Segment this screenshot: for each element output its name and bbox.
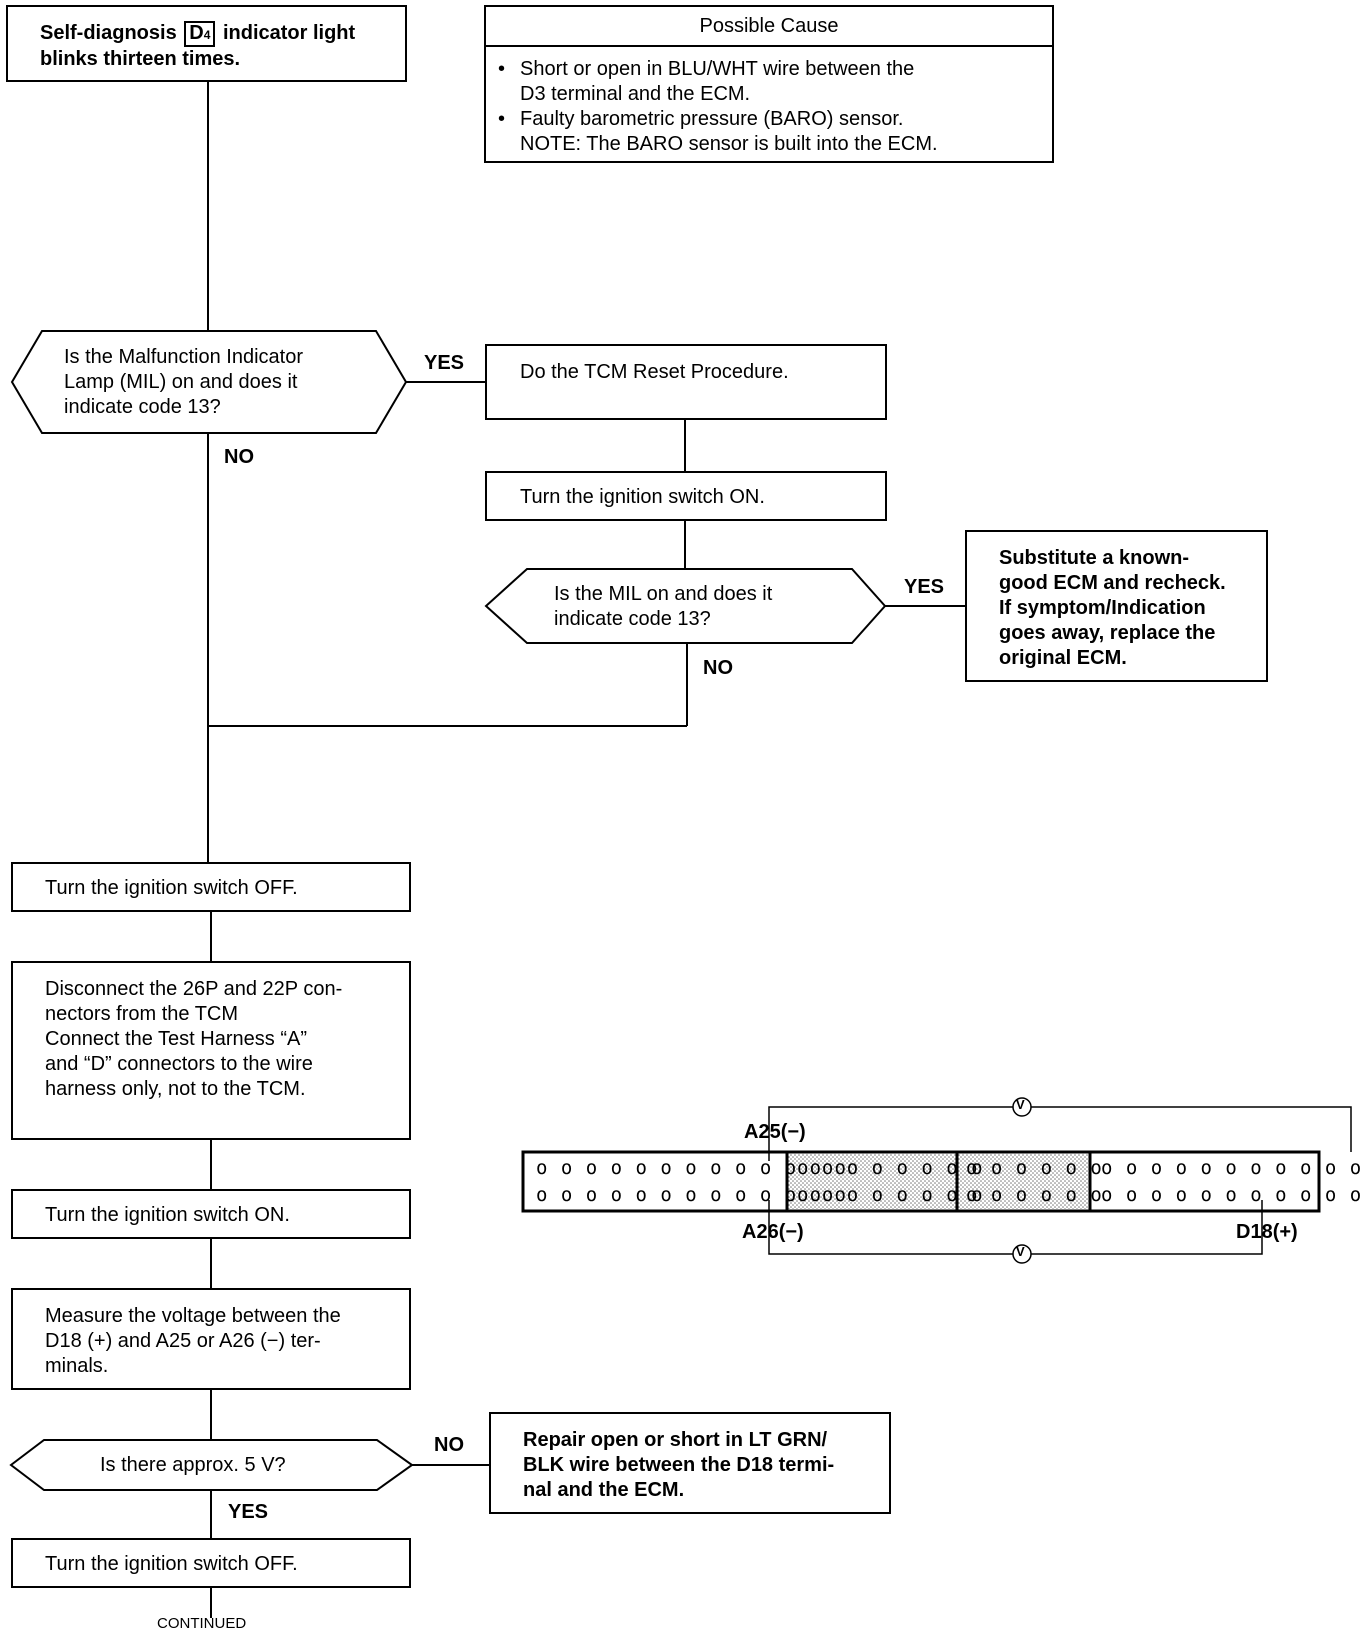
disconnect-text: Disconnect the 26P and 22P con- nectors …: [45, 977, 342, 1102]
decision-mil-line-1: Is the Malfunction Indicator: [64, 346, 304, 368]
decision-mil-2-shape: [484, 568, 887, 644]
start-text-after-1: indicator light: [222, 22, 356, 44]
start-text-before: Self-diagnosis: [40, 22, 177, 44]
decision-mil-2-yes-label: YES: [904, 576, 945, 598]
start-text-after-2: blinks thirteen times.: [40, 48, 241, 70]
decision-mil-text: Is the Malfunction Indicator Lamp (MIL) …: [64, 345, 303, 420]
ign-off-1-box: Turn the ignition switch OFF.: [11, 862, 411, 912]
ign-on-2-box: Turn the ignition switch ON.: [11, 1189, 411, 1239]
decision-5v-yes-label: YES: [228, 1501, 269, 1523]
ign-on-1-text: Turn the ignition switch ON.: [520, 486, 765, 508]
d4-sub: 4: [203, 28, 211, 42]
measure-line-1: Measure the voltage between the: [45, 1305, 341, 1327]
decision-mil-line-3: indicate code 13?: [64, 396, 221, 418]
decision-5v-shape: [9, 1439, 414, 1491]
repair-line-1: Repair open or short in LT GRN/: [523, 1429, 828, 1451]
continued-label: CONTINUED: [157, 1615, 247, 1632]
start-box: Self-diagnosis D4 indicator light blinks…: [6, 5, 407, 82]
pins-seg1-bottom: o o o o o o o o o o o o o: [536, 1184, 847, 1206]
voltmeter-top-label: V: [1016, 1097, 1025, 1112]
decision-5v-text: Is there approx. 5 V?: [100, 1454, 286, 1476]
measure-line-3: minals.: [45, 1355, 109, 1377]
decision-mil-no-label: NO: [224, 446, 254, 468]
possible-cause-title: Possible Cause: [486, 7, 1052, 47]
decision-mil-shape: [10, 330, 408, 434]
voltmeter-top-icon: [1012, 1097, 1032, 1117]
pins-seg4-bottom: o o o o o o o o o o o: [1101, 1184, 1360, 1206]
pins-seg3-top: o o o o o o: [966, 1157, 1103, 1179]
measure-line-2: D18 (+) and A25 or A26 (−) ter-: [45, 1330, 321, 1352]
repair-line-3: nal and the ECM.: [523, 1479, 685, 1501]
ign-off-2-box: Turn the ignition switch OFF.: [11, 1538, 411, 1588]
d4-badge: D4: [184, 21, 216, 47]
measure-text: Measure the voltage between the D18 (+) …: [45, 1304, 341, 1379]
substitute-line-5: original ECM.: [999, 647, 1127, 669]
voltmeter-bottom-icon: [1012, 1244, 1032, 1264]
disconnect-line-4: and “D” connectors to the wire: [45, 1053, 313, 1075]
substitute-line-3: If symptom/Indication: [999, 597, 1206, 619]
decision-mil-2-line-2: indicate code 13?: [554, 608, 711, 630]
tcm-reset-box: Do the TCM Reset Procedure.: [485, 344, 887, 420]
cause-bullet-1-line-1: Short or open in BLU/WHT wire between th…: [520, 58, 915, 80]
shaded-segment-2: [958, 1154, 1089, 1209]
cause-bullet-1-line-2: D3 terminal and the ECM.: [520, 83, 751, 105]
decision-mil-yes-label: YES: [424, 352, 465, 374]
meter-lead-top: [768, 1106, 1352, 1161]
disconnect-box: Disconnect the 26P and 22P con- nectors …: [11, 961, 411, 1140]
substitute-line-4: goes away, replace the: [999, 622, 1216, 644]
label-a25: A25(−): [744, 1121, 806, 1143]
ign-on-2-text: Turn the ignition switch ON.: [45, 1204, 290, 1226]
cause-bullet-2-line-1: Faulty barometric pressure (BARO) sensor…: [520, 108, 904, 130]
label-a26: A26(−): [742, 1221, 804, 1243]
pins-seg2-bottom: o o o o o o o o: [797, 1184, 984, 1206]
disconnect-line-2: nectors from the TCM: [45, 1003, 239, 1025]
possible-cause-box: Possible Cause •Short or open in BLU/WHT…: [484, 5, 1054, 163]
decision-mil-line-2: Lamp (MIL) on and does it: [64, 371, 298, 393]
substitute-text: Substitute a known- good ECM and recheck…: [999, 546, 1226, 671]
connector-diagram: [521, 1097, 1352, 1264]
substitute-line-1: Substitute a known-: [999, 547, 1189, 569]
cause-note: NOTE: The BARO sensor is built into the …: [520, 133, 938, 155]
disconnect-line-5: harness only, not to the TCM.: [45, 1078, 306, 1100]
ign-off-2-text: Turn the ignition switch OFF.: [45, 1553, 298, 1575]
ign-off-1-text: Turn the ignition switch OFF.: [45, 877, 298, 899]
repair-box: Repair open or short in LT GRN/ BLK wire…: [489, 1412, 891, 1514]
substitute-box: Substitute a known- good ECM and recheck…: [965, 530, 1268, 682]
decision-mil-2-line-1: Is the MIL on and does it: [554, 583, 773, 605]
disconnect-line-3: Connect the Test Harness “A”: [45, 1028, 307, 1050]
pins-seg2-top: o o o o o o o o: [797, 1157, 984, 1179]
pins-seg1-top: o o o o o o o o o o o o o: [536, 1157, 847, 1179]
decision-mil-2-text: Is the MIL on and does it indicate code …: [554, 582, 772, 632]
d4-letter: D: [189, 22, 204, 44]
disconnect-line-1: Disconnect the 26P and 22P con-: [45, 978, 343, 1000]
decision-mil-2-no-label: NO: [703, 657, 733, 679]
measure-box: Measure the voltage between the D18 (+) …: [11, 1288, 411, 1390]
label-d18: D18(+): [1236, 1221, 1298, 1243]
shaded-segment-1: [787, 1154, 956, 1209]
pins-seg4-top: o o o o o o o o o o o: [1101, 1157, 1360, 1179]
decision-5v-no-label: NO: [434, 1434, 464, 1456]
repair-line-2: BLK wire between the D18 termi-: [523, 1454, 835, 1476]
tcm-reset-text: Do the TCM Reset Procedure.: [520, 361, 789, 383]
substitute-line-2: good ECM and recheck.: [999, 572, 1226, 594]
pins-seg3-bottom: o o o o o o: [966, 1184, 1103, 1206]
repair-text: Repair open or short in LT GRN/ BLK wire…: [523, 1428, 834, 1503]
ign-on-1-box: Turn the ignition switch ON.: [485, 471, 887, 521]
voltmeter-bottom-label: V: [1016, 1244, 1025, 1259]
